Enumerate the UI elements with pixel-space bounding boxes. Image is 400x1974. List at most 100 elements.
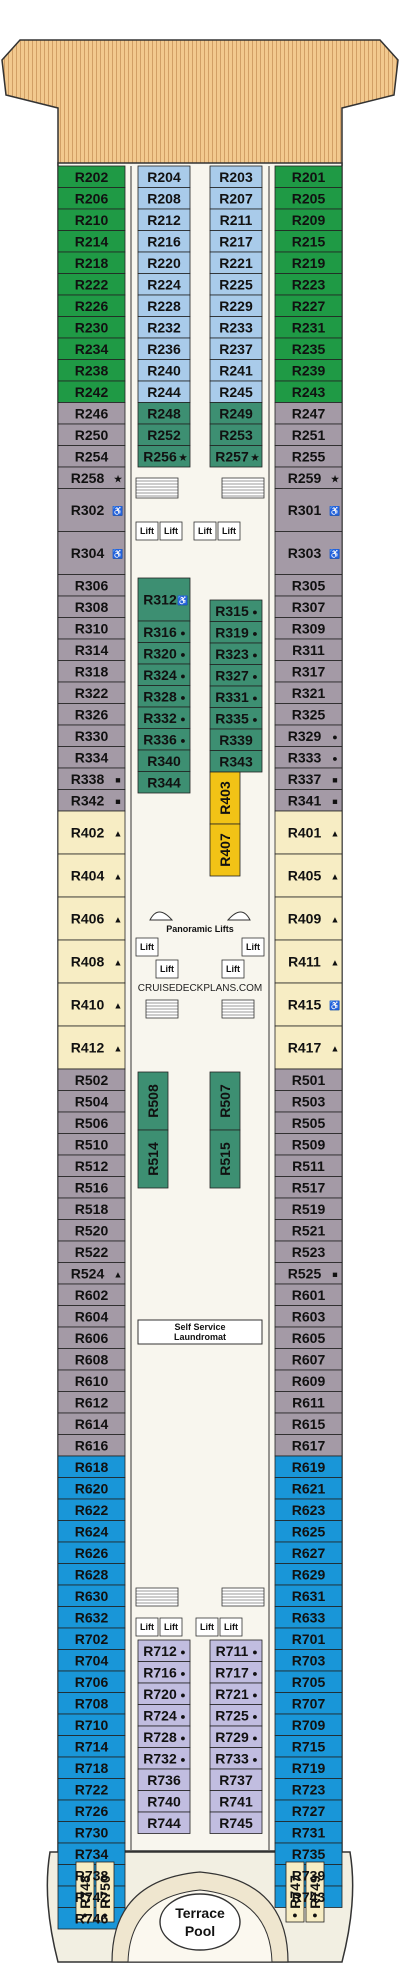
cabin-r257-label: R257 (215, 448, 249, 464)
cabin-r744-label: R744 (147, 1815, 181, 1831)
cabin-r328-label: R328 (143, 688, 177, 704)
cabin-r710-label: R710 (75, 1717, 109, 1733)
cabin-r748-marker-icon: ● (82, 1910, 87, 1920)
cabin-r316-marker-icon: ● (180, 628, 185, 638)
cabin-r344[interactable] (137, 771, 191, 794)
cabin-r403[interactable] (209, 771, 241, 825)
cabin-r218-label: R218 (75, 255, 109, 271)
cabin-r303[interactable] (274, 531, 343, 575)
cabin-r236-label: R236 (147, 341, 181, 357)
cabin-r312[interactable] (137, 577, 191, 622)
cabin-r302-marker-icon: ♿ (112, 505, 123, 516)
cabin-r515-label: R515 (217, 1142, 233, 1176)
cabin-r745-label: R745 (219, 1815, 253, 1831)
cabin-r256[interactable] (137, 445, 191, 468)
cabin-r750-box (95, 1861, 115, 1923)
cabin-r631-label: R631 (292, 1588, 326, 1604)
cabin-r607-label: R607 (292, 1351, 326, 1367)
cabin-r750[interactable] (95, 1861, 115, 1923)
cabin-r257[interactable] (209, 445, 263, 468)
cabin-r409[interactable] (274, 896, 343, 941)
cabin-r320-label: R320 (143, 645, 177, 661)
cabin-r227-label: R227 (292, 298, 326, 314)
cabin-r745[interactable] (209, 1811, 263, 1834)
lift-fwd-2-icon-label: Lift (164, 526, 178, 536)
cabin-r405[interactable] (274, 853, 343, 898)
cabin-r610-label: R610 (75, 1373, 109, 1389)
cabin-r733-marker-icon: ● (252, 1754, 257, 1764)
cabin-r404[interactable] (57, 853, 126, 898)
cabin-r338-marker-icon: ■ (115, 775, 120, 785)
cabin-r328-marker-icon: ● (180, 692, 185, 702)
cabin-r333-marker-icon: ● (332, 753, 337, 763)
lift-aft-4-icon-label: Lift (224, 1622, 238, 1632)
cabin-r408-label: R408 (71, 954, 105, 970)
cabin-r605-label: R605 (292, 1330, 326, 1346)
cabin-r221-label: R221 (219, 255, 253, 271)
cabin-r256-box (137, 445, 191, 468)
cabin-r256-label: R256 (143, 448, 177, 464)
pool-label-line2: Pool (185, 1923, 215, 1939)
cabin-r748-label: R748 (77, 1875, 93, 1909)
cabin-r415-box (274, 982, 343, 1027)
cabin-r415-label: R415 (288, 997, 322, 1013)
cabin-r515[interactable] (209, 1129, 241, 1189)
cabin-r336-marker-icon: ● (180, 735, 185, 745)
cabin-r719-label: R719 (292, 1760, 326, 1776)
cabin-r411[interactable] (274, 939, 343, 984)
cabin-r514[interactable] (137, 1129, 169, 1189)
cabin-r728-marker-icon: ● (180, 1733, 185, 1743)
cabin-r331-label: R331 (215, 689, 249, 705)
cabin-r507[interactable] (209, 1071, 241, 1131)
cabin-r609-label: R609 (292, 1373, 326, 1389)
cabin-r412-label: R412 (71, 1040, 105, 1056)
cabin-r722-label: R722 (75, 1781, 109, 1797)
cabin-r406[interactable] (57, 896, 126, 941)
cabin-r315-label: R315 (215, 603, 249, 619)
cabin-r508[interactable] (137, 1071, 169, 1131)
cabin-r304[interactable] (57, 531, 126, 575)
cabin-r232-label: R232 (147, 319, 181, 335)
cabin-r320-marker-icon: ● (180, 649, 185, 659)
cabin-r409-box (274, 896, 343, 941)
lift-mid-1-icon-label: Lift (140, 942, 154, 952)
cabin-r255-label: R255 (292, 448, 326, 464)
cabin-r505-label: R505 (292, 1115, 326, 1131)
cabin-r415[interactable] (274, 982, 343, 1027)
cabin-r402-label: R402 (71, 825, 105, 841)
cabin-r407[interactable] (209, 823, 241, 877)
cabin-r507-box (209, 1071, 241, 1131)
cabin-r712-label: R712 (143, 1643, 177, 1659)
cabin-r744[interactable] (137, 1811, 191, 1834)
cabin-r344-box (137, 771, 191, 794)
cabin-r402[interactable] (57, 810, 126, 855)
cabin-r220-label: R220 (147, 255, 181, 271)
cabin-r303-marker-icon: ♿ (329, 548, 340, 559)
cabin-r749[interactable] (305, 1861, 325, 1923)
cabin-r307-label: R307 (292, 599, 326, 615)
cabin-r716-label: R716 (143, 1664, 177, 1680)
cabin-r341-label: R341 (288, 792, 322, 808)
cabin-r216-label: R216 (147, 233, 181, 249)
panoramic-lifts-label: Panoramic Lifts (166, 924, 234, 934)
cabin-r501-label: R501 (292, 1072, 326, 1088)
cabin-r230-label: R230 (75, 319, 109, 335)
cabin-r741-label: R741 (219, 1793, 253, 1809)
cabin-r406-label: R406 (71, 911, 105, 927)
cabin-r403-label: R403 (217, 781, 233, 815)
panoramic-lifts: Panoramic Lifts (149, 911, 251, 934)
cabin-r748-box (75, 1861, 95, 1923)
cabin-r417[interactable] (274, 1025, 343, 1070)
cabin-r402-box (57, 810, 126, 855)
cabin-r504-label: R504 (75, 1093, 109, 1109)
cabin-r747[interactable] (285, 1861, 305, 1923)
cabin-r240-label: R240 (147, 362, 181, 378)
lift-mid-2-icon (241, 937, 265, 957)
cabin-r312-marker-icon: ♿ (177, 595, 188, 606)
lift-mid-4-icon (221, 959, 245, 979)
cabin-r509-label: R509 (292, 1136, 326, 1152)
cabin-r303-label: R303 (288, 545, 322, 561)
cabin-r409-marker-icon: ▲ (331, 915, 340, 925)
cabin-r317-label: R317 (292, 663, 326, 679)
cabin-r748[interactable] (75, 1861, 95, 1923)
